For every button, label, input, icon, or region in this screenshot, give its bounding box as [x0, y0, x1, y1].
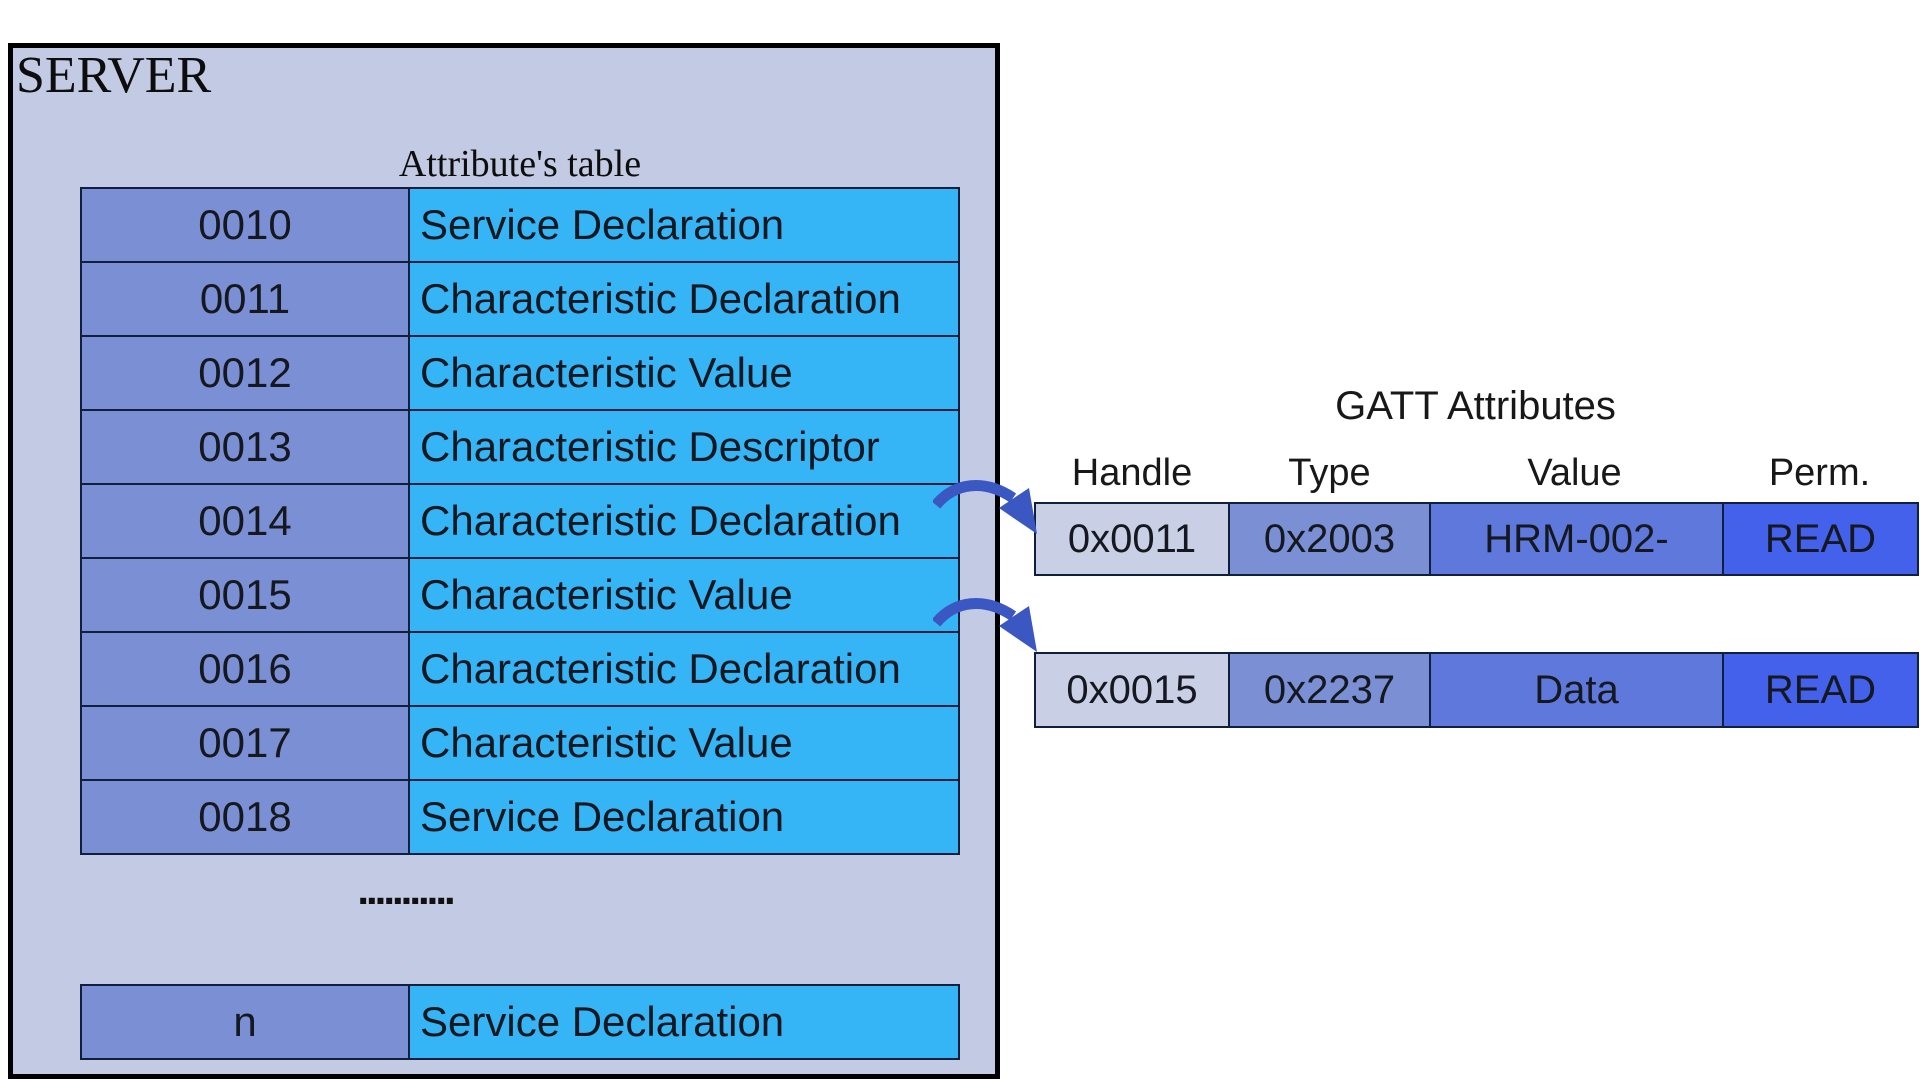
column-header-type: Type [1288, 452, 1371, 494]
gatt-perm-cell: READ [1722, 502, 1919, 576]
handle-cell: n [80, 984, 410, 1060]
attribute-type-cell: Service Declaration [408, 187, 960, 263]
curved-arrow-icon [933, 480, 1037, 534]
gatt-type-cell: 0x2003 [1228, 502, 1431, 576]
gatt-perm-cell: READ [1722, 652, 1919, 728]
handle-cell: 0012 [80, 335, 410, 411]
handle-cell: 0017 [80, 705, 410, 781]
curved-arrow-icon [933, 598, 1037, 652]
table-row: 0011 Characteristic Declaration [80, 261, 960, 337]
handle-cell: 0015 [80, 557, 410, 633]
attribute-type-cell: Characteristic Value [408, 335, 960, 411]
gatt-attributes-title: GATT Attributes [1335, 384, 1616, 428]
table-row: 0016 Characteristic Declaration [80, 631, 960, 707]
table-row: 0018 Service Declaration [80, 779, 960, 855]
ellipsis-dots: ........... [357, 866, 455, 913]
gatt-handle-cell: 0x0011 [1034, 502, 1230, 576]
attribute-type-cell: Characteristic Declaration [408, 483, 960, 559]
table-row: 0015 Characteristic Value [80, 557, 960, 633]
handle-cell: 0014 [80, 483, 410, 559]
table-row: 0017 Characteristic Value [80, 705, 960, 781]
gatt-handle-cell: 0x0015 [1034, 652, 1230, 728]
gatt-attribute-row: 0x0015 0x2237 Data READ [1034, 652, 1919, 728]
attribute-type-cell: Characteristic Descriptor [408, 409, 960, 485]
column-header-value: Value [1527, 452, 1622, 494]
table-row: 0012 Characteristic Value [80, 335, 960, 411]
gatt-type-cell: 0x2237 [1228, 652, 1431, 728]
attribute-type-cell: Characteristic Declaration [408, 631, 960, 707]
gatt-value-cell: Data [1429, 652, 1724, 728]
attribute-type-cell: Characteristic Value [408, 557, 960, 633]
attribute-table-last-row: n Service Declaration [80, 984, 960, 1060]
handle-cell: 0013 [80, 409, 410, 485]
handle-cell: 0018 [80, 779, 410, 855]
table-row: n Service Declaration [80, 984, 960, 1060]
table-row: 0013 Characteristic Descriptor [80, 409, 960, 485]
attribute-table: 0010 Service Declaration 0011 Characteri… [80, 187, 960, 855]
gatt-attribute-row: 0x0011 0x2003 HRM-002- READ [1034, 502, 1919, 576]
table-row: 0014 Characteristic Declaration [80, 483, 960, 559]
gatt-value-cell: HRM-002- [1429, 502, 1724, 576]
column-header-handle: Handle [1071, 452, 1193, 494]
attribute-type-cell: Characteristic Value [408, 705, 960, 781]
attribute-type-cell: Service Declaration [408, 779, 960, 855]
attribute-type-cell: Service Declaration [408, 984, 960, 1060]
handle-cell: 0010 [80, 187, 410, 263]
server-label: SERVER [16, 47, 212, 104]
column-header-perm: Perm. [1768, 452, 1871, 494]
table-row: 0010 Service Declaration [80, 187, 960, 263]
attribute-table-title: Attribute's table [398, 143, 642, 185]
handle-cell: 0011 [80, 261, 410, 337]
handle-cell: 0016 [80, 631, 410, 707]
attribute-type-cell: Characteristic Declaration [408, 261, 960, 337]
